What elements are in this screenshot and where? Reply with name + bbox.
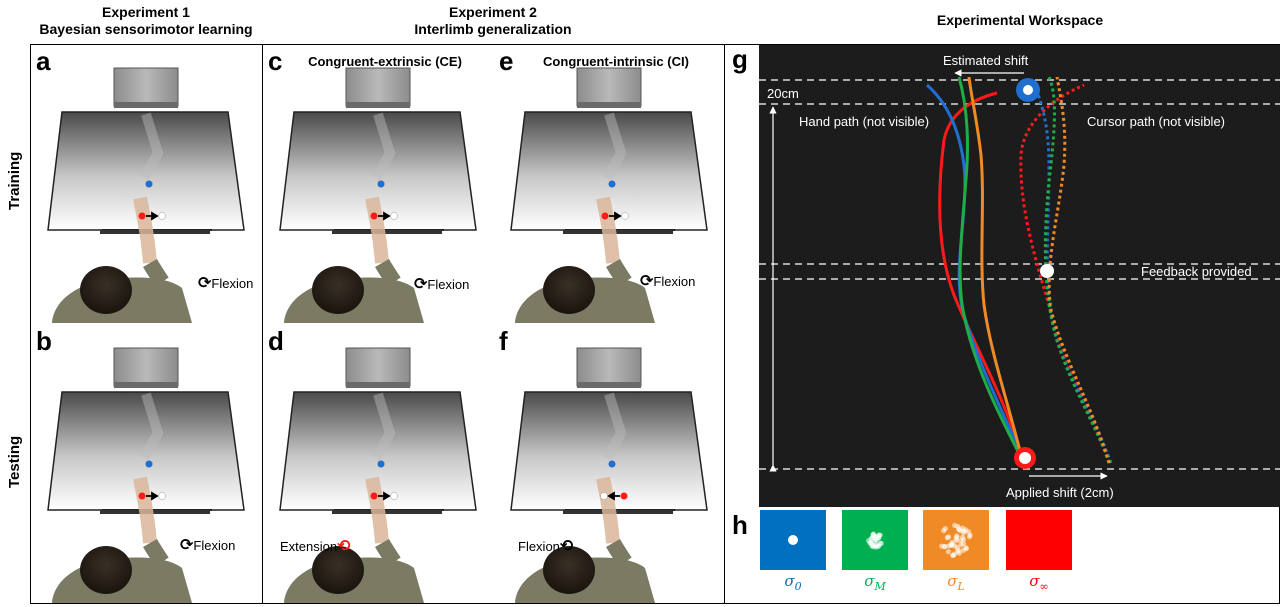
panel-e-cursor-dot [621,212,629,220]
hand-path-label: Hand path (not visible) [799,114,930,129]
panel-c-hand-dot [370,212,378,220]
panel-d-shift-arrow [378,491,391,501]
legend-label-3: σ∞ [1029,572,1049,593]
panel-letter-b: b [36,326,52,356]
legend-swatch-2 [923,510,989,570]
panel-c-shift-arrow [378,211,391,221]
panel-letter-d: d [268,326,284,356]
experiment-1-title: Experiment 1 [102,4,190,20]
legend-swatch-1 [842,510,908,570]
panel-letter-e: e [499,46,514,76]
panel-a-cursor-dot [158,212,166,220]
applied-shift-label: Applied shift (2cm) [1006,485,1114,500]
hand-path-red [938,91,1025,464]
panel-e-scene [495,58,723,323]
hand-path-green [957,76,1026,464]
panel-letter-a: a [36,46,51,76]
panel-e-hand-dot [601,212,609,220]
cursor-path-green [1043,76,1112,464]
hand-path-orange [967,76,1025,464]
panel-b-target-dot [145,460,153,468]
panel-a-target-dot [145,180,153,188]
panel-d-direction: Extension⟲ [280,538,351,555]
hand-path-blue [926,83,1027,464]
legend-label-0: σ0 [784,572,802,593]
legend-label-2: σL [947,572,965,593]
row-label-training: Training [6,151,23,210]
cursor-path-orange [1047,76,1111,464]
panel-f-scene [495,338,723,603]
legend-swatch-3 [1006,510,1072,570]
estimated-shift-label: Estimated shift [943,53,1029,68]
experiment-2-title: Experiment 2 [449,4,537,20]
panel-e-target-dot [608,180,616,188]
panel-f-cursor-dot [600,492,608,500]
panel-b-direction: ⟳Flexion [180,537,236,554]
panel-f-shift-arrow [607,491,620,501]
panel-c-cursor-dot [390,212,398,220]
panel-f-hand-dot [620,492,628,500]
panel-b-shift-arrow [146,491,159,501]
panel-d-hand-dot [370,492,378,500]
panel-letter-g: g [732,44,748,74]
cursor-path-red [1019,83,1111,464]
panel-e-title: Congruent-intrinsic (CI) [543,54,689,69]
panel-a-hand-dot [138,212,146,220]
panel-c-target-dot [377,180,385,188]
feedback-label: Feedback provided [1141,264,1252,279]
experiment-1-subtitle: Bayesian sensorimotor learning [39,21,253,37]
panel-letter-f: f [499,326,508,356]
panel-c-direction: ⟳Flexion [414,276,470,293]
workspace-panel: Estimated shift 20cm Hand path (not visi… [759,45,1280,507]
panel-e-shift-arrow [609,211,622,221]
rotation-icon: ⟳ [180,537,194,554]
row-label-testing: Testing [6,435,23,488]
distance-label: 20cm [767,86,799,101]
rotation-icon: ⟳ [640,273,654,290]
panel-c-title: Congruent-extrinsic (CE) [308,54,462,69]
legend-swatch-0 [760,510,826,570]
cursor-path-label: Cursor path (not visible) [1087,114,1225,129]
rotation-icon: ⟲ [559,538,574,555]
panel-e-direction: ⟳Flexion [640,273,696,290]
panel-f-target-dot [608,460,616,468]
panel-letter-h: h [732,510,748,540]
panel-d-target-dot [377,460,385,468]
panel-b-scene [32,338,260,603]
panel-letter-c: c [268,46,283,76]
experiment-2-subtitle: Interlimb generalization [414,21,572,37]
panel-c-scene [264,58,492,323]
panel-a-scene [32,58,260,323]
panel-d-cursor-dot [390,492,398,500]
panel-a-shift-arrow [146,211,159,221]
feedback-dot [1040,264,1054,278]
rotation-icon: ⟳ [198,275,212,292]
panel-b-hand-dot [138,492,146,500]
rotation-icon: ⟲ [337,538,351,555]
panel-f-direction: Flexion⟲ [518,538,574,555]
legend-label-1: σM [864,572,886,593]
panel-b-cursor-dot [158,492,166,500]
panel-a-direction: ⟳Flexion [198,275,254,292]
workspace-title: Experimental Workspace [936,12,1104,28]
rotation-icon: ⟳ [414,276,428,293]
panel-d-scene [264,338,492,603]
